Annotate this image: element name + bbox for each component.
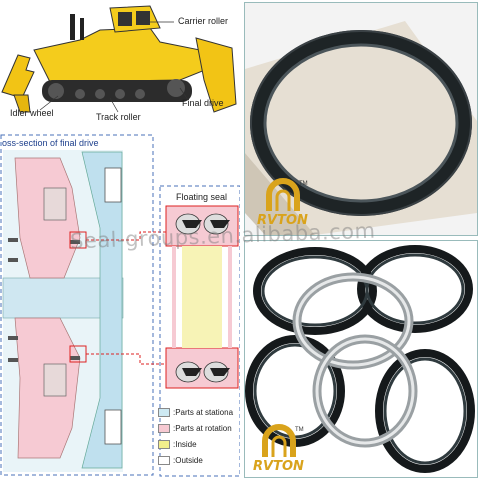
track-roller-label: Track roller (96, 112, 141, 122)
legend-label-inside: :Inside (173, 440, 197, 449)
brand-tm-bottom: TM (295, 427, 304, 433)
final-drive-label: Final drive (182, 98, 224, 108)
carrier-roller-label: Carrier roller (178, 16, 229, 26)
legend-inside: :Inside (158, 440, 197, 450)
bulldozer-image (1, 5, 237, 113)
cross-section-title: oss-section of final drive (2, 138, 99, 148)
legend-rotation: :Parts at rotation (158, 424, 232, 434)
legend-label-stationary: :Parts at stationa (173, 408, 234, 417)
seal-box-image (245, 21, 477, 235)
legend-swatch-stationary (158, 408, 170, 418)
idler-wheel-label: Idler wheel (10, 108, 54, 118)
rvton-logo-top (266, 178, 300, 211)
legend-swatch-inside (158, 440, 170, 450)
brand-tm-top: TM (299, 181, 308, 187)
legend-stationary: :Parts at stationa (158, 408, 234, 418)
seal-photo-multiple: TM RVTON (244, 240, 478, 478)
legend-swatch-outside (158, 456, 170, 466)
brand-name-top: RVTON (257, 213, 308, 228)
brand-name-bottom: RVTON (253, 459, 304, 474)
seal-photo-single: TM RVTON (244, 2, 478, 236)
seal-set-image (245, 245, 475, 473)
rvton-logo-bottom (262, 424, 296, 457)
cross-section-diagram: oss-section of final drive Floating seal… (0, 128, 241, 480)
legend-outside: :Outside (158, 456, 203, 466)
legend-swatch-rotation (158, 424, 170, 434)
bulldozer-illustration-area: Carrier roller Idler wheel Track roller … (0, 0, 240, 130)
floating-seal-label: Floating seal (176, 192, 228, 202)
cross-section-drawing (0, 134, 241, 477)
legend-label-rotation: :Parts at rotation (173, 424, 232, 433)
legend-label-outside: :Outside (173, 456, 203, 465)
